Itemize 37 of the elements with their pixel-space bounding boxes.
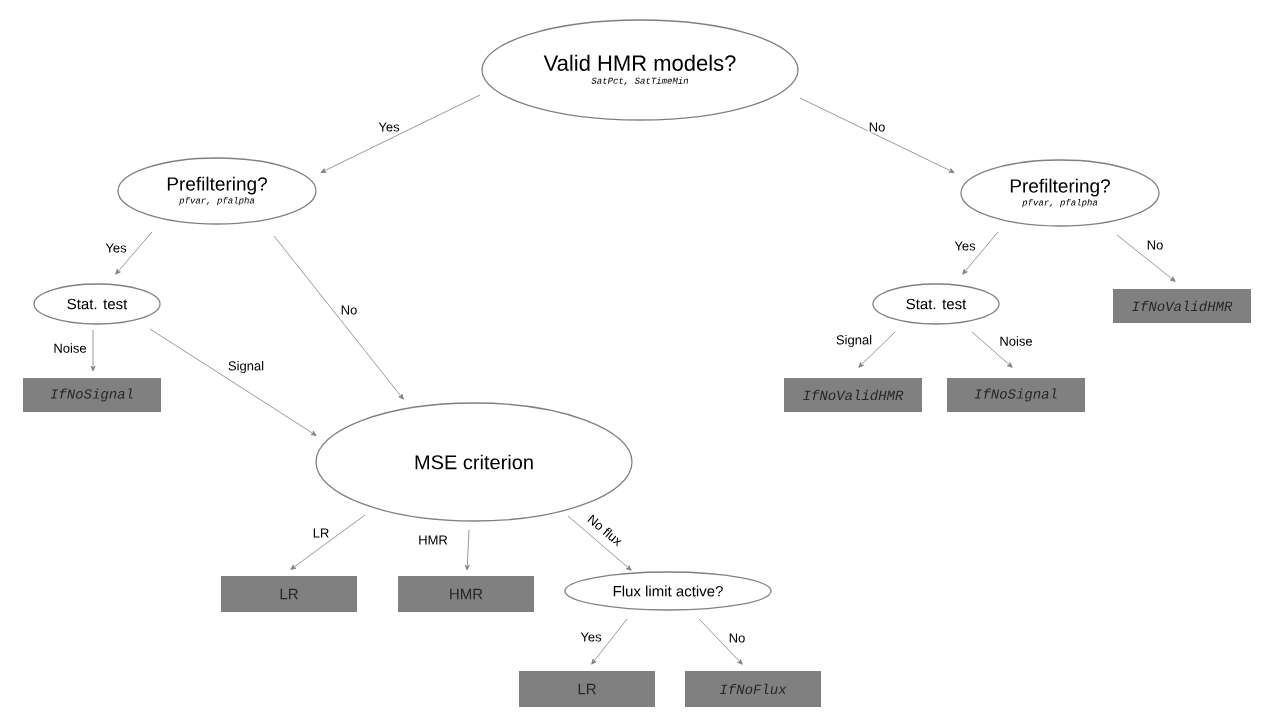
arrow [115, 231, 153, 275]
edge-label: Signal [226, 359, 266, 375]
outcome-box: LR [221, 576, 357, 612]
arrow [698, 618, 743, 665]
arrow [464, 529, 470, 571]
arrow [591, 618, 628, 665]
outcome-box: IfNoValidHMR [784, 378, 922, 412]
arrow [567, 515, 632, 571]
edge-label: No [867, 121, 887, 133]
edge-label: HMR [417, 534, 449, 546]
edge-label: Yes [953, 240, 977, 252]
arrow [858, 331, 896, 368]
arrow [971, 331, 1013, 368]
arrow [290, 514, 366, 570]
arrow [90, 329, 96, 372]
arrow [273, 235, 404, 400]
outcome-box: IfNoSignal [23, 378, 161, 412]
arrow [149, 328, 317, 436]
edge-label: Signal [834, 333, 874, 349]
outcome-box: IfNoFlux [685, 671, 821, 707]
edge-label: Noise [998, 335, 1034, 347]
edge-label: No [727, 632, 747, 644]
outcome-box: IfNoSignal [947, 378, 1085, 412]
outcome-box: HMR [398, 576, 534, 612]
edge-label: Yes [579, 631, 603, 643]
arrow [320, 94, 481, 173]
outcome-box: IfNoValidHMR [1113, 289, 1251, 323]
edge-label: Yes [377, 121, 401, 133]
arrow [1116, 234, 1176, 282]
arrow [799, 97, 955, 173]
outcome-box: LR [519, 671, 655, 707]
edge-label: No [339, 304, 359, 316]
arrow [962, 231, 999, 275]
edge-label: LR [311, 527, 331, 539]
edge-label: Yes [104, 242, 128, 254]
edge-label: No [1145, 239, 1165, 251]
edge-label: Noise [52, 342, 88, 354]
